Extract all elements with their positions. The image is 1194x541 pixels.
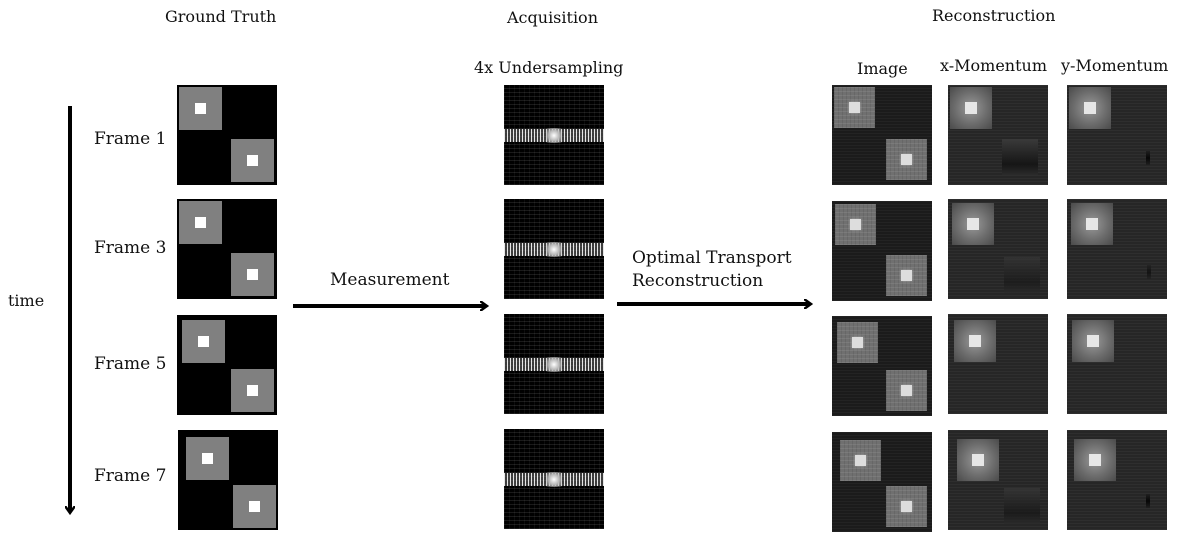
moving-square	[179, 201, 222, 244]
reconstructed-square	[840, 440, 881, 481]
moving-square	[231, 253, 274, 296]
kspace-measurement	[504, 429, 604, 529]
square-marker	[972, 454, 984, 466]
moving-square	[233, 485, 276, 528]
square-marker	[247, 155, 258, 166]
moving-square	[179, 87, 222, 130]
square-marker	[249, 501, 260, 512]
ground-truth-frame	[177, 315, 277, 415]
momentum-square	[954, 320, 996, 362]
square-marker	[849, 102, 860, 113]
ot-label-line2: Reconstruction	[632, 271, 764, 291]
square-marker	[901, 270, 912, 281]
time-label: time	[8, 291, 45, 310]
kspace-center	[546, 357, 562, 372]
moving-square	[231, 139, 274, 182]
reconstructed-image	[832, 201, 932, 301]
kspace-center	[546, 242, 562, 257]
square-marker	[1084, 102, 1096, 114]
momentum-square	[950, 87, 992, 129]
y-momentum-map	[1067, 199, 1167, 299]
measurement-label: Measurement	[330, 270, 450, 290]
x-momentum-column-label: x-Momentum	[940, 56, 1048, 75]
square-marker	[202, 453, 213, 464]
y-momentum-map	[1067, 314, 1167, 414]
ground-truth-frame	[178, 430, 278, 530]
momentum-mark	[1147, 265, 1151, 279]
momentum-square	[1072, 320, 1114, 362]
ground-truth-frame	[177, 199, 277, 299]
ot-label-line1: Optimal Transport	[632, 248, 792, 268]
momentum-shadow	[1004, 257, 1040, 293]
square-marker	[965, 102, 977, 114]
reconstructed-square	[837, 322, 878, 363]
undersampling-label: 4x Undersampling	[474, 58, 624, 77]
x-momentum-map	[948, 85, 1048, 185]
acquisition-header: Acquisition	[507, 8, 598, 27]
square-marker	[247, 269, 258, 280]
square-marker	[967, 218, 979, 230]
x-momentum-map	[948, 199, 1048, 299]
reconstructed-square	[835, 204, 876, 245]
kspace-measurement	[504, 85, 604, 185]
y-momentum-column-label: y-Momentum	[1061, 56, 1169, 75]
momentum-mark	[1146, 494, 1150, 508]
ground-truth-header: Ground Truth	[165, 7, 277, 26]
reconstructed-square	[886, 255, 927, 296]
moving-square	[182, 320, 225, 363]
momentum-square	[957, 439, 999, 481]
square-marker	[1087, 335, 1099, 347]
kspace-measurement	[504, 314, 604, 414]
square-marker	[969, 335, 981, 347]
square-marker	[198, 336, 209, 347]
momentum-square	[1074, 439, 1116, 481]
y-momentum-map	[1067, 430, 1167, 530]
square-marker	[195, 217, 206, 228]
reconstructed-square	[886, 139, 927, 180]
ground-truth-frame	[177, 85, 277, 185]
momentum-square	[1071, 203, 1113, 245]
momentum-mark	[1146, 151, 1150, 165]
square-marker	[855, 455, 866, 466]
frame-label: Frame 7	[94, 466, 167, 486]
reconstructed-image	[832, 85, 932, 185]
square-marker	[901, 501, 912, 512]
reconstructed-image	[832, 316, 932, 416]
frame-label: Frame 3	[94, 238, 167, 258]
moving-square	[231, 369, 274, 412]
kspace-measurement	[504, 199, 604, 299]
x-momentum-map	[948, 430, 1048, 530]
kspace-center	[546, 128, 562, 143]
kspace-center	[546, 472, 562, 487]
momentum-shadow	[1004, 488, 1040, 524]
frame-label: Frame 5	[94, 354, 167, 374]
frame-label: Frame 1	[94, 129, 167, 149]
reconstructed-square	[886, 370, 927, 411]
reconstruction-header: Reconstruction	[932, 6, 1056, 25]
momentum-square	[1069, 87, 1111, 129]
reconstructed-square	[834, 87, 875, 128]
square-marker	[247, 385, 258, 396]
square-marker	[195, 103, 206, 114]
image-column-label: Image	[857, 59, 908, 78]
y-momentum-map	[1067, 85, 1167, 185]
moving-square	[186, 437, 229, 480]
reconstructed-image	[832, 432, 932, 532]
square-marker	[850, 219, 861, 230]
x-momentum-map	[948, 314, 1048, 414]
reconstructed-square	[886, 486, 927, 527]
square-marker	[1089, 454, 1101, 466]
square-marker	[901, 154, 912, 165]
momentum-square	[952, 203, 994, 245]
momentum-shadow	[1002, 139, 1038, 175]
square-marker	[852, 337, 863, 348]
square-marker	[901, 385, 912, 396]
square-marker	[1086, 218, 1098, 230]
